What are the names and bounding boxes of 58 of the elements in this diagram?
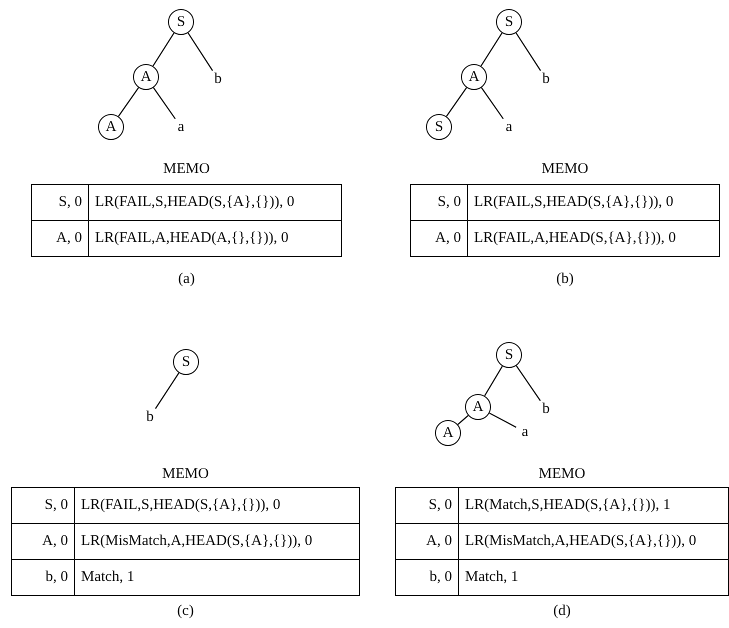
tree-node-circle: S bbox=[496, 342, 522, 368]
leaf-label: b bbox=[210, 70, 226, 88]
table-cell: LR(FAIL,A,HEAD(A,{},{})), 0 bbox=[88, 220, 342, 256]
table-cell: b, 0 bbox=[396, 560, 458, 596]
table-cell: LR(MisMatch,A,HEAD(S,{A},{})), 0 bbox=[458, 524, 728, 560]
tree-edge bbox=[118, 87, 140, 117]
table-cell: LR(Match,S,HEAD(S,{A},{})), 1 bbox=[458, 488, 728, 524]
tree-edge bbox=[446, 87, 468, 117]
tree-node-circle: S bbox=[168, 9, 194, 35]
table-cell: LR(FAIL,A,HEAD(S,{A},{})), 0 bbox=[468, 220, 720, 256]
panel-label: (c) bbox=[177, 603, 194, 620]
tree-node-circle: A bbox=[465, 394, 491, 420]
panel-label: (d) bbox=[553, 603, 571, 620]
tree-edge bbox=[516, 365, 541, 402]
tree-edge bbox=[484, 366, 503, 396]
leaf-label: a bbox=[173, 118, 189, 136]
table-cell: S, 0 bbox=[32, 184, 88, 220]
tree-node-circle: S bbox=[496, 9, 522, 35]
table-cell: LR(FAIL,S,HEAD(S,{A},{})), 0 bbox=[74, 488, 360, 524]
table-cell: Match, 1 bbox=[74, 560, 360, 596]
table-cell: A, 0 bbox=[396, 524, 458, 560]
tree-edge bbox=[154, 372, 180, 409]
panel-label: (b) bbox=[556, 271, 574, 288]
tree-edge bbox=[188, 32, 214, 71]
table-title: MEMO bbox=[163, 161, 210, 178]
table-cell: A, 0 bbox=[32, 220, 88, 256]
panel-label: (a) bbox=[178, 271, 195, 288]
table-title: MEMO bbox=[542, 161, 588, 178]
table-title: MEMO bbox=[538, 466, 586, 483]
table-cell: A, 0 bbox=[410, 220, 468, 256]
table-cell: Match, 1 bbox=[458, 560, 728, 596]
tree-node-circle: S bbox=[426, 114, 452, 140]
table-cell: LR(FAIL,S,HEAD(S,{A},{})), 0 bbox=[88, 184, 342, 220]
tree-edge bbox=[489, 412, 516, 428]
tree-edge bbox=[480, 87, 504, 120]
leaf-label: a bbox=[501, 118, 517, 136]
tree-node-circle: S bbox=[173, 349, 199, 375]
leaf-label: a bbox=[517, 423, 533, 441]
table-cell: LR(MisMatch,A,HEAD(S,{A},{})), 0 bbox=[74, 524, 360, 560]
tree-edge bbox=[457, 415, 469, 425]
table-cell: A, 0 bbox=[12, 524, 74, 560]
table-cell: LR(FAIL,S,HEAD(S,{A},{})), 0 bbox=[468, 184, 720, 220]
table-cell: S, 0 bbox=[396, 488, 458, 524]
leaf-label: b bbox=[538, 70, 554, 88]
tree-node-circle: A bbox=[461, 64, 487, 90]
tree-edge bbox=[516, 32, 542, 71]
table-title: MEMO bbox=[162, 466, 209, 483]
tree-edge bbox=[480, 32, 503, 66]
table-cell: S, 0 bbox=[12, 488, 74, 524]
tree-node-circle: A bbox=[98, 114, 124, 140]
table-cell: b, 0 bbox=[12, 560, 74, 596]
leaf-label: b bbox=[142, 408, 158, 426]
tree-node-circle: A bbox=[435, 420, 461, 446]
tree-edge bbox=[152, 87, 176, 120]
table-cell: S, 0 bbox=[410, 184, 468, 220]
leaf-label: b bbox=[538, 400, 554, 418]
tree-node-circle: A bbox=[133, 64, 159, 90]
tree-edge bbox=[152, 32, 175, 66]
